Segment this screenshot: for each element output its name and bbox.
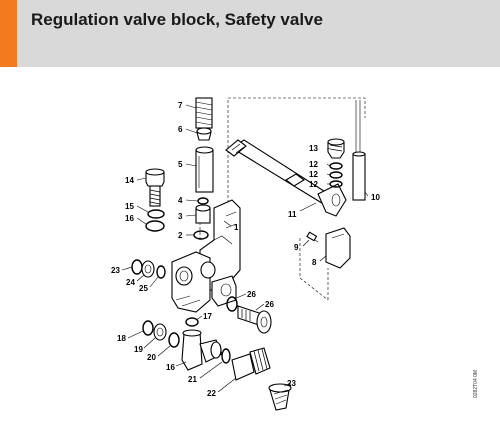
callout-13: 13 bbox=[309, 144, 318, 153]
leader-5 bbox=[185, 163, 197, 167]
frame-line-top bbox=[227, 97, 366, 218]
leader-1 bbox=[223, 220, 232, 227]
callout-6: 6 bbox=[178, 125, 183, 134]
leader-11 bbox=[299, 202, 317, 212]
leader-15 bbox=[136, 205, 149, 213]
o-ring-12a bbox=[329, 162, 343, 170]
callout-12a: 12 bbox=[309, 160, 318, 169]
leader-25 bbox=[136, 274, 145, 282]
leader-17 bbox=[175, 361, 187, 367]
leader-14 bbox=[136, 177, 147, 181]
callout-23: 23 bbox=[287, 379, 296, 388]
leader-16 bbox=[136, 217, 147, 225]
leader-21-right bbox=[199, 361, 223, 379]
callout-26-left: 25 bbox=[139, 284, 148, 293]
o-ring-12b bbox=[329, 171, 343, 179]
leader-26-right bbox=[233, 293, 247, 300]
callout-17: 16 bbox=[166, 363, 175, 372]
elbow-part-17 bbox=[181, 329, 223, 371]
leader-9 bbox=[302, 239, 310, 247]
pipe-part-11 bbox=[225, 139, 347, 217]
plug-part-13 bbox=[327, 138, 345, 159]
leader-18 bbox=[195, 315, 203, 321]
callout-16: 16 bbox=[125, 214, 134, 223]
nut-part bbox=[195, 204, 211, 224]
callout-19: 18 bbox=[117, 334, 126, 343]
callout-26-right: 26 bbox=[247, 290, 256, 299]
leader-13 bbox=[326, 147, 331, 150]
leader-4 bbox=[185, 199, 199, 202]
callout-18: 17 bbox=[203, 312, 212, 321]
callout-8: 8 bbox=[312, 258, 317, 267]
callout-5: 5 bbox=[178, 160, 183, 169]
callout-1: 1 bbox=[234, 223, 239, 232]
drawing-code: 0282T04 0M bbox=[473, 369, 479, 398]
leader-22 bbox=[217, 377, 237, 393]
frame-line-right bbox=[299, 238, 329, 301]
valve-sleeve-part bbox=[195, 146, 214, 193]
nipple-part-22 bbox=[231, 347, 271, 381]
leader-10 bbox=[364, 191, 369, 197]
leader-3 bbox=[185, 214, 197, 217]
callout-11: 11 bbox=[288, 210, 297, 219]
valve-cone-top bbox=[196, 127, 212, 135]
callout-20: 19 bbox=[134, 345, 143, 354]
o-ring-26-left bbox=[156, 265, 166, 279]
callout-24: 23 bbox=[111, 266, 120, 275]
callout-15: 15 bbox=[125, 202, 134, 211]
diagram-svg: 7 6 5 4 3 2 1 14 15 16 13 12 12 12 11 10… bbox=[111, 97, 380, 411]
o-ring-2 bbox=[193, 230, 209, 240]
spring-part bbox=[195, 97, 213, 129]
o-ring-16 bbox=[145, 220, 165, 232]
o-ring-26-right bbox=[226, 296, 238, 312]
o-ring-24 bbox=[131, 259, 143, 275]
callout-7: 7 bbox=[178, 101, 183, 110]
accent-stripe bbox=[0, 0, 17, 67]
callout-27: 26 bbox=[265, 300, 274, 309]
leader-24 bbox=[121, 266, 133, 271]
leader-27 bbox=[255, 303, 265, 311]
o-ring-4 bbox=[197, 197, 209, 205]
callout-12b: 12 bbox=[309, 170, 318, 179]
leader-23 bbox=[283, 384, 288, 387]
screw-part-9 bbox=[306, 231, 319, 243]
valve-block-body bbox=[171, 199, 241, 313]
callout-2: 2 bbox=[178, 231, 183, 240]
leader-12b bbox=[326, 173, 331, 176]
bolt-part bbox=[145, 168, 165, 207]
filter-part-23 bbox=[268, 383, 292, 411]
o-ring-21-right bbox=[221, 348, 231, 364]
callout-9: 9 bbox=[294, 243, 299, 252]
o-ring-15 bbox=[147, 209, 165, 219]
fitting-part-27 bbox=[237, 305, 272, 334]
o-ring-19 bbox=[142, 320, 154, 336]
callout-10: 10 bbox=[371, 193, 380, 202]
leader-19 bbox=[127, 330, 144, 339]
washer-20 bbox=[153, 323, 167, 341]
washer-25 bbox=[141, 260, 155, 278]
leader-20 bbox=[143, 337, 156, 349]
callout-4: 4 bbox=[178, 196, 183, 205]
callout-25: 24 bbox=[126, 278, 135, 287]
header-bar: Regulation valve block, Safety valve bbox=[0, 0, 500, 67]
leader-12a bbox=[326, 163, 331, 167]
leader-21-left bbox=[157, 345, 171, 357]
callout-22: 22 bbox=[207, 389, 216, 398]
o-ring-18 bbox=[185, 317, 199, 327]
callout-3: 3 bbox=[178, 212, 183, 221]
callout-12c: 12 bbox=[309, 180, 318, 189]
o-ring-21-left bbox=[168, 332, 180, 348]
bracket-part-8 bbox=[325, 227, 351, 269]
leader-7 bbox=[185, 104, 197, 109]
page-title: Regulation valve block, Safety valve bbox=[31, 10, 323, 29]
leader-6 bbox=[185, 128, 198, 134]
leader-8 bbox=[319, 255, 327, 262]
callout-21-right: 21 bbox=[188, 375, 197, 384]
leader-26-left bbox=[149, 276, 159, 288]
cable-part-10 bbox=[352, 100, 366, 201]
exploded-parts-diagram: 7 6 5 4 3 2 1 14 15 16 13 12 12 12 11 10… bbox=[0, 67, 500, 424]
callout-14: 14 bbox=[125, 176, 134, 185]
callout-21-left: 20 bbox=[147, 353, 156, 362]
